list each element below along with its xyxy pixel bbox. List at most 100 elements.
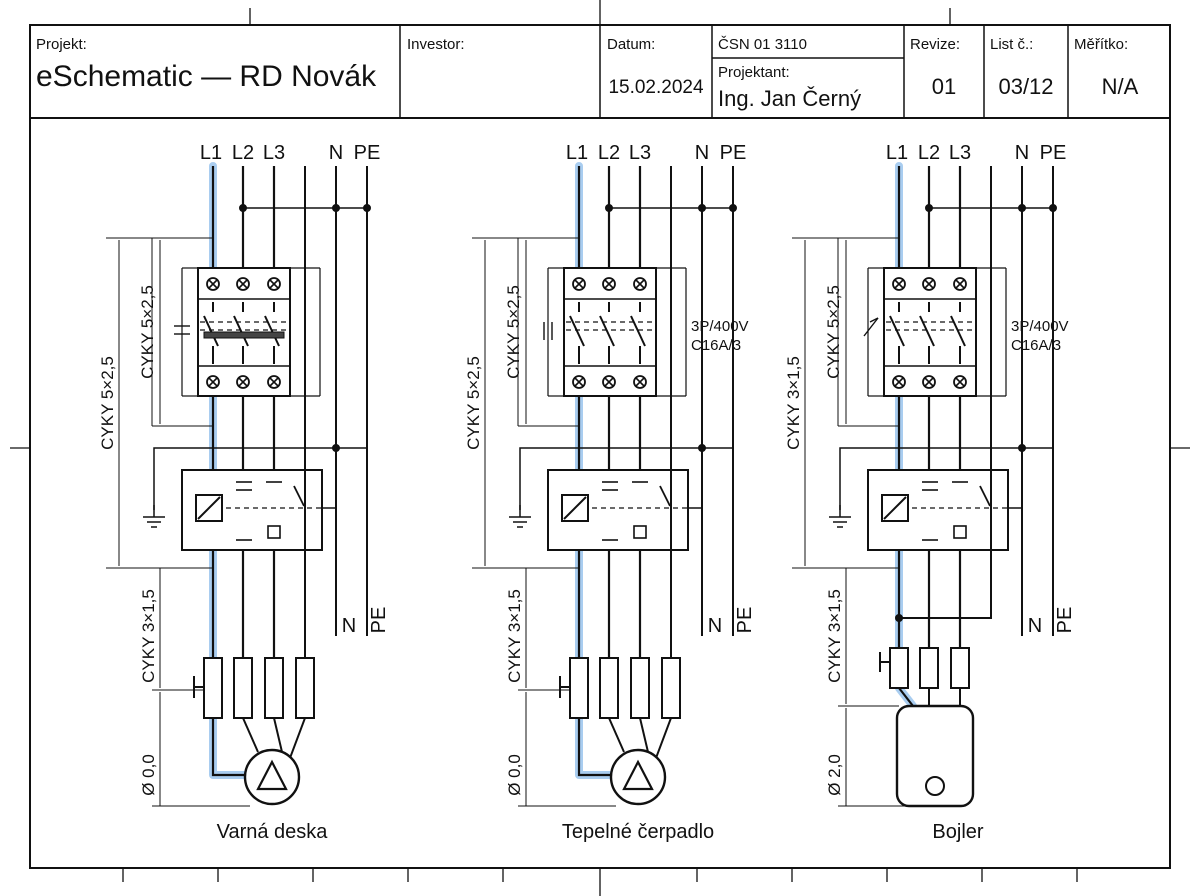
pump-motor-circle [609, 748, 667, 806]
auxiliary-contact [953, 525, 967, 539]
diameter-label: Ø 0,0 [139, 754, 158, 796]
supply-cable-label: CYKY 5×2,5 [464, 356, 483, 450]
contactor-coil-icon [547, 469, 689, 551]
junction-dot [239, 204, 247, 212]
bus-label-l1: L1 [200, 142, 222, 164]
terminal-cross [635, 279, 645, 289]
load-name: Tepelné čerpadlo [562, 821, 714, 843]
motor-feed [242, 717, 259, 753]
fuse-icon [295, 657, 315, 719]
date-value: 15.02.2024 [608, 77, 704, 98]
pump-triangle [622, 759, 654, 791]
motor-feed-l1 [577, 718, 616, 777]
aux-thermal [869, 317, 879, 323]
contact-blade [889, 315, 905, 347]
junction-dot [1049, 204, 1057, 212]
fuse-icon [569, 657, 589, 719]
lower-cable-label: CYKY 3×1,5 [825, 589, 844, 683]
pump-triangle [256, 759, 288, 791]
revision-label: Revize: [910, 36, 960, 53]
pump-motor-circle [243, 748, 301, 806]
title-block-grid [399, 25, 1069, 118]
circuit-breaker-icon [883, 267, 977, 397]
breaker-curve: C16A/3 [691, 337, 741, 354]
supply-cable-label: CYKY 5×2,5 [98, 356, 117, 450]
contact-blade [950, 315, 966, 347]
terminal-cross [574, 377, 584, 387]
terminal-cross [924, 377, 934, 387]
diameter-label: Ø 0,0 [505, 754, 524, 796]
junction-dot [925, 204, 933, 212]
project-name: eSchematic — RD Novák [36, 60, 377, 93]
junction-dot [1018, 444, 1026, 452]
lower-cable-label: CYKY 3×1,5 [139, 589, 158, 683]
n-terminal-label: N [342, 615, 356, 637]
junction-dot [1018, 204, 1026, 212]
bus-label-pe: PE [1040, 142, 1067, 164]
motor-feed [655, 717, 672, 759]
bus-label-l3: L3 [263, 142, 285, 164]
pe-terminal-label: PE [1054, 607, 1076, 634]
n-terminal-label: N [1028, 615, 1042, 637]
boiler-icon [895, 704, 975, 808]
terminal-cross [604, 279, 614, 289]
boiler-feed [898, 687, 914, 707]
contact-blade [599, 315, 615, 347]
bus-label-l1: L1 [566, 142, 588, 164]
n-terminal-label: N [708, 615, 722, 637]
sheet-label: List č.: [990, 36, 1033, 53]
contact-blade [233, 315, 249, 347]
scale-label: Měřítko: [1074, 36, 1128, 53]
bus-label-l2: L2 [232, 142, 254, 164]
bus-label-n: N [695, 142, 709, 164]
breaker-curve: C16A/3 [1011, 337, 1061, 354]
terminal-cross [208, 377, 218, 387]
date-label: Datum: [607, 36, 655, 53]
ground-feed [153, 447, 367, 510]
fuse-icon [203, 657, 223, 719]
junction-dot [332, 444, 340, 452]
contactor-coil-icon [867, 469, 1009, 551]
junction-dot [605, 204, 613, 212]
terminal-cross [574, 279, 584, 289]
contact-blade [630, 315, 646, 347]
terminal-cross [238, 279, 248, 289]
terminal-cross [894, 377, 904, 387]
pe-terminal-label: PE [368, 607, 390, 634]
fuse-icon [889, 647, 909, 689]
ground-feed [519, 447, 733, 510]
fuse-icon [233, 657, 253, 719]
junction-dot [895, 614, 903, 622]
bus-label-pe: PE [354, 142, 381, 164]
bus-label-n: N [329, 142, 343, 164]
revision-value: 01 [932, 74, 956, 99]
contact-blade [203, 315, 219, 347]
aux-thermal [863, 317, 879, 337]
boiler-indicator [925, 776, 945, 796]
breaker-rating: 3P/400V [1011, 318, 1069, 335]
coil-slash [563, 496, 587, 520]
auxiliary-contact [633, 525, 647, 539]
coil-slash [197, 496, 221, 520]
fuse-icon [630, 657, 650, 719]
upper-cable-label: CYKY 5×2,5 [138, 285, 157, 379]
terminal-cross [924, 279, 934, 289]
designer-name: Ing. Jan Černý [718, 86, 861, 111]
frame-ticks [10, 0, 1190, 896]
bus-label-l1: L1 [886, 142, 908, 164]
title-block: Projekt: eSchematic — RD Novák Investor:… [36, 36, 1139, 111]
diameter-label: Ø 2,0 [825, 754, 844, 796]
pump-motor-icon [243, 748, 301, 806]
breaker-rating: 3P/400V [691, 318, 749, 335]
terminal-cross [604, 377, 614, 387]
ground-feed [839, 447, 1053, 510]
auxiliary-contact [267, 525, 281, 539]
terminal-cross [208, 279, 218, 289]
scale-value: N/A [1102, 74, 1139, 99]
